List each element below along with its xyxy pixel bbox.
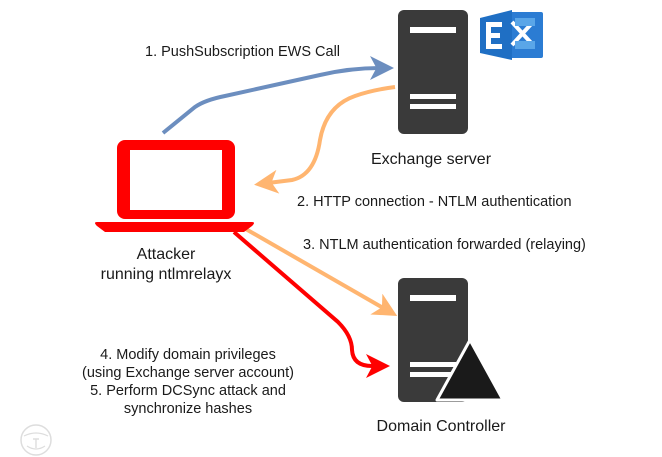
domain-controller-triangle-icon [435, 338, 505, 402]
watermark-icon [20, 424, 52, 456]
step4-label-line2: (using Exchange server account) [82, 365, 294, 381]
step1-label: 1. PushSubscription EWS Call [145, 44, 340, 60]
exchange-logo-icon [480, 10, 543, 60]
exchange-server-label: Exchange server [371, 151, 492, 168]
attacker-label-line1: Attacker [137, 246, 196, 263]
step5-label-line1: 5. Perform DCSync attack and [90, 383, 286, 399]
step3-arrow [243, 226, 398, 316]
step4-arrow [232, 230, 390, 378]
attacker-label-line2: running ntlmrelayx [101, 266, 232, 283]
attacker-laptop-icon [95, 140, 254, 232]
step5-label-line2: synchronize hashes [124, 401, 252, 417]
step2-label: 2. HTTP connection - NTLM authentication [297, 194, 572, 210]
domain-controller-label: Domain Controller [377, 418, 507, 435]
step1-arrow [161, 56, 394, 135]
step3-label: 3. NTLM authentication forwarded (relayi… [303, 237, 586, 253]
step2-arrow [254, 85, 396, 194]
domain-controller-icon [398, 278, 468, 402]
step4-label-line1: 4. Modify domain privileges [100, 347, 276, 363]
exchange-server-icon [398, 10, 468, 134]
